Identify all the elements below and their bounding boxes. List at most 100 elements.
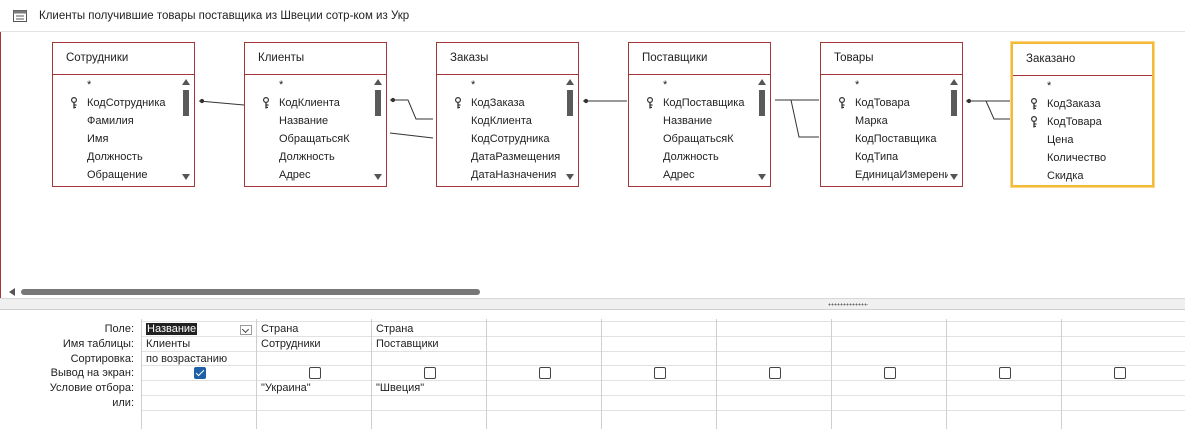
show-checkbox[interactable] [193, 367, 206, 380]
grid-column[interactable] [1061, 319, 1176, 429]
vertical-scrollbar[interactable] [373, 76, 383, 184]
sort-cell[interactable]: по возрастанию [142, 352, 256, 367]
chevron-down-icon[interactable] [240, 325, 252, 335]
all-fields-item[interactable]: * [1013, 77, 1152, 95]
table-title[interactable]: Товары [821, 43, 962, 75]
field-item[interactable]: КодСотрудника [437, 130, 564, 148]
scroll-down-icon[interactable] [950, 174, 958, 180]
field-item[interactable]: КодКлиента [437, 112, 564, 130]
scroll-thumb[interactable] [21, 289, 480, 295]
show-cell[interactable] [372, 366, 486, 381]
table-cell[interactable] [832, 337, 946, 352]
show-cell[interactable] [602, 366, 716, 381]
field-item[interactable]: КодКлиента [245, 94, 372, 112]
all-fields-item[interactable]: * [629, 76, 756, 94]
field-item[interactable]: Должность [53, 148, 180, 166]
show-checkbox[interactable] [768, 367, 781, 380]
table-cell[interactable] [487, 337, 601, 352]
field-cell[interactable] [1062, 322, 1176, 337]
show-checkbox[interactable] [998, 367, 1011, 380]
sort-cell[interactable] [947, 352, 1061, 367]
scroll-down-icon[interactable] [182, 174, 190, 180]
table-cell[interactable] [1062, 337, 1176, 352]
field-item[interactable]: Имя [53, 130, 180, 148]
scroll-thumb[interactable] [951, 90, 957, 116]
scroll-down-icon[interactable] [566, 174, 574, 180]
field-item[interactable]: КодТовара [821, 94, 948, 112]
table-cell[interactable] [602, 337, 716, 352]
grid-column[interactable] [831, 319, 946, 429]
grid-column[interactable] [601, 319, 716, 429]
field-item[interactable]: Адрес [629, 166, 756, 184]
field-cell[interactable] [717, 322, 831, 337]
field-item[interactable]: КодТипа [821, 148, 948, 166]
sort-cell[interactable] [832, 352, 946, 367]
show-cell[interactable] [832, 366, 946, 381]
field-item[interactable]: ДатаРазмещения [437, 148, 564, 166]
scroll-thumb[interactable] [759, 90, 765, 116]
field-cell[interactable] [487, 322, 601, 337]
criteria-cell[interactable] [142, 381, 256, 396]
field-item[interactable]: КодТовара [1013, 113, 1152, 131]
table-cell[interactable]: Поставщики [372, 337, 486, 352]
vertical-scrollbar[interactable] [565, 76, 575, 184]
sort-cell[interactable] [257, 352, 371, 367]
grid-column[interactable] [716, 319, 831, 429]
field-cell[interactable] [947, 322, 1061, 337]
show-cell[interactable] [487, 366, 601, 381]
scroll-thumb[interactable] [567, 90, 573, 116]
or-cell[interactable] [372, 396, 486, 411]
vertical-scrollbar[interactable] [181, 76, 191, 184]
show-cell[interactable] [257, 366, 371, 381]
field-item[interactable]: Обращение [53, 166, 180, 184]
criteria-cell[interactable]: "Украина" [257, 381, 371, 396]
field-item[interactable]: КодЗаказа [437, 94, 564, 112]
show-cell[interactable] [717, 366, 831, 381]
show-checkbox[interactable] [308, 367, 321, 380]
or-cell[interactable] [717, 396, 831, 411]
field-item[interactable]: Фамилия [53, 112, 180, 130]
pane-splitter[interactable] [0, 298, 1185, 310]
field-cell[interactable] [832, 322, 946, 337]
all-fields-item[interactable]: * [821, 76, 948, 94]
criteria-cell[interactable]: "Швеция" [372, 381, 486, 396]
scroll-thumb[interactable] [375, 90, 381, 116]
or-cell[interactable] [1062, 396, 1176, 411]
scroll-up-icon[interactable] [950, 79, 958, 85]
criteria-cell[interactable] [947, 381, 1061, 396]
field-item[interactable]: Должность [245, 148, 372, 166]
sort-cell[interactable] [1062, 352, 1176, 367]
table-title[interactable]: Заказы [437, 43, 578, 75]
grid-column[interactable] [486, 319, 601, 429]
vertical-scrollbar[interactable] [757, 76, 767, 184]
show-cell[interactable] [1062, 366, 1176, 381]
scroll-down-icon[interactable] [374, 174, 382, 180]
all-fields-item[interactable]: * [245, 76, 372, 94]
table-title[interactable]: Сотрудники [53, 43, 194, 75]
or-cell[interactable] [947, 396, 1061, 411]
field-item[interactable]: Марка [821, 112, 948, 130]
field-item[interactable]: Количество [1013, 149, 1152, 167]
grid-column[interactable] [946, 319, 1061, 429]
show-checkbox[interactable] [1113, 367, 1126, 380]
scroll-left-icon[interactable] [9, 288, 15, 296]
criteria-cell[interactable] [832, 381, 946, 396]
or-cell[interactable] [487, 396, 601, 411]
field-cell[interactable]: Страна [372, 322, 486, 337]
all-fields-item[interactable]: * [53, 76, 180, 94]
field-item[interactable]: КодПоставщика [629, 94, 756, 112]
field-item[interactable]: КодСотрудника [53, 94, 180, 112]
scroll-thumb[interactable] [183, 90, 189, 116]
criteria-cell[interactable] [487, 381, 601, 396]
